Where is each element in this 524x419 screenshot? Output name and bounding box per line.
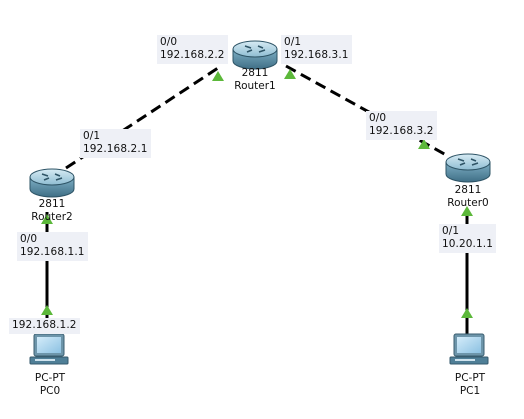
port-up-indicator — [461, 308, 473, 318]
router1-icon[interactable] — [232, 40, 278, 70]
port-label-router2-0-0: 0/0 192.168.1.1 — [17, 232, 88, 261]
device-name: Router2 — [31, 211, 73, 223]
port-label-router0-0-1: 0/1 10.20.1.1 — [439, 224, 496, 253]
port-id: 0/1 — [83, 130, 101, 142]
device-name: Router1 — [234, 80, 276, 92]
port-ip: 192.168.2.2 — [160, 49, 225, 61]
device-label-router0: 2811 Router0 — [438, 184, 498, 210]
port-label-router0-0-0: 0/0 192.168.3.2 — [366, 111, 437, 140]
device-name: PC0 — [39, 385, 61, 397]
router0-icon[interactable] — [445, 153, 491, 183]
device-model: PC-PT — [34, 372, 66, 384]
device-model: 2811 — [38, 198, 66, 210]
port-ip: 192.168.3.2 — [369, 125, 434, 137]
port-ip: 192.168.1.1 — [20, 246, 85, 258]
device-model: 2811 — [454, 184, 482, 196]
port-up-indicator — [41, 305, 53, 315]
port-label-pc0: 192.168.1.2 — [9, 318, 80, 334]
port-id: 0/0 — [369, 112, 387, 124]
port-label-router1-0-0: 0/0 192.168.2.2 — [157, 35, 228, 64]
device-label-router2: 2811 Router2 — [22, 198, 82, 224]
device-name: PC1 — [459, 385, 481, 397]
port-up-indicator — [284, 69, 296, 79]
pc1-icon[interactable] — [449, 333, 489, 365]
port-up-indicator — [418, 139, 430, 149]
port-up-indicator — [41, 214, 53, 224]
device-model: PC-PT — [454, 372, 486, 384]
port-id: 0/1 — [284, 36, 302, 48]
device-name: Router0 — [447, 197, 489, 209]
pc0-icon[interactable] — [29, 333, 69, 365]
port-id: 0/0 — [20, 233, 38, 245]
port-label-router2-0-1: 0/1 192.168.2.1 — [80, 129, 151, 158]
port-up-indicator — [461, 206, 473, 216]
router2-icon[interactable] — [29, 168, 75, 198]
port-id: 0/1 — [442, 225, 460, 237]
port-ip: 192.168.2.1 — [83, 143, 148, 155]
device-label-pc0: PC-PT PC0 — [20, 372, 80, 398]
device-model: 2811 — [241, 67, 269, 79]
port-ip: 192.168.1.2 — [12, 319, 77, 331]
port-id: 0/0 — [160, 36, 178, 48]
device-label-router1: 2811 Router1 — [225, 67, 285, 93]
port-up-indicator — [212, 71, 224, 81]
port-ip: 192.168.3.1 — [284, 49, 349, 61]
device-label-pc1: PC-PT PC1 — [440, 372, 500, 398]
port-label-router1-0-1: 0/1 192.168.3.1 — [281, 35, 352, 64]
link-router2-router1[interactable] — [65, 66, 219, 170]
port-ip: 10.20.1.1 — [442, 238, 493, 250]
